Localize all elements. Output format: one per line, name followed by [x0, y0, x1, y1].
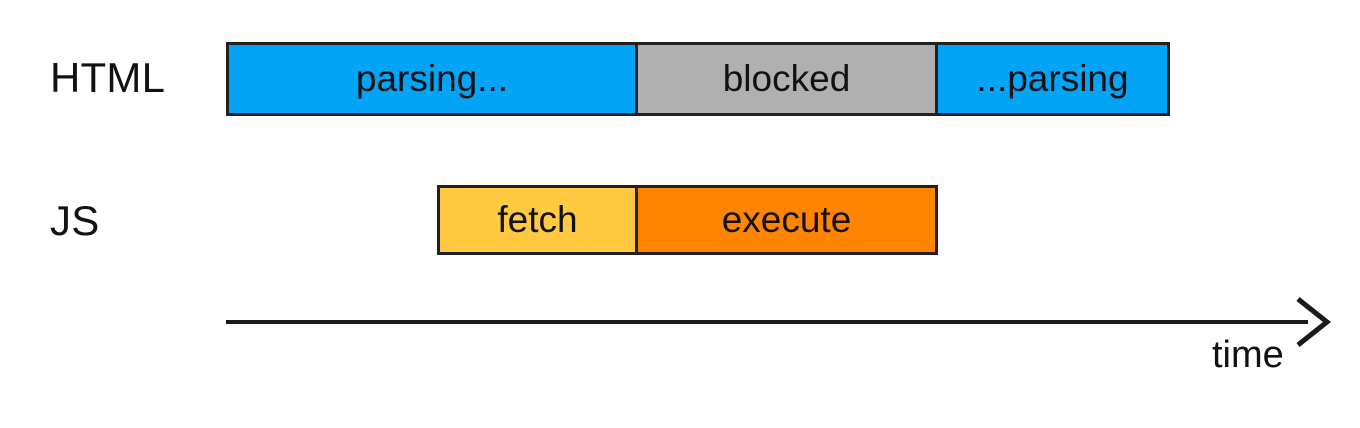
segment-label: blocked: [722, 57, 851, 99]
segment-label: parsing...: [355, 57, 509, 99]
row-label-html: HTML: [50, 54, 166, 101]
time-axis-arrow: [226, 297, 1332, 347]
time-axis-label: time: [1212, 334, 1284, 376]
segment-label: execute: [721, 198, 852, 240]
timeline-bar-js: fetch execute: [437, 185, 938, 255]
timeline-bar-html: parsing... blocked ...parsing: [226, 42, 1170, 116]
segment-js-fetch: fetch: [437, 185, 638, 255]
row-label-js: JS: [50, 197, 100, 244]
arrowhead-icon: [1296, 297, 1332, 347]
segment-html-parsing-start: parsing...: [226, 42, 638, 116]
segment-js-execute: execute: [638, 185, 938, 255]
segment-label: ...parsing: [976, 57, 1129, 99]
segment-label: fetch: [497, 198, 578, 240]
segment-html-blocked: blocked: [638, 42, 938, 116]
segment-html-parsing-resume: ...parsing: [938, 42, 1170, 116]
